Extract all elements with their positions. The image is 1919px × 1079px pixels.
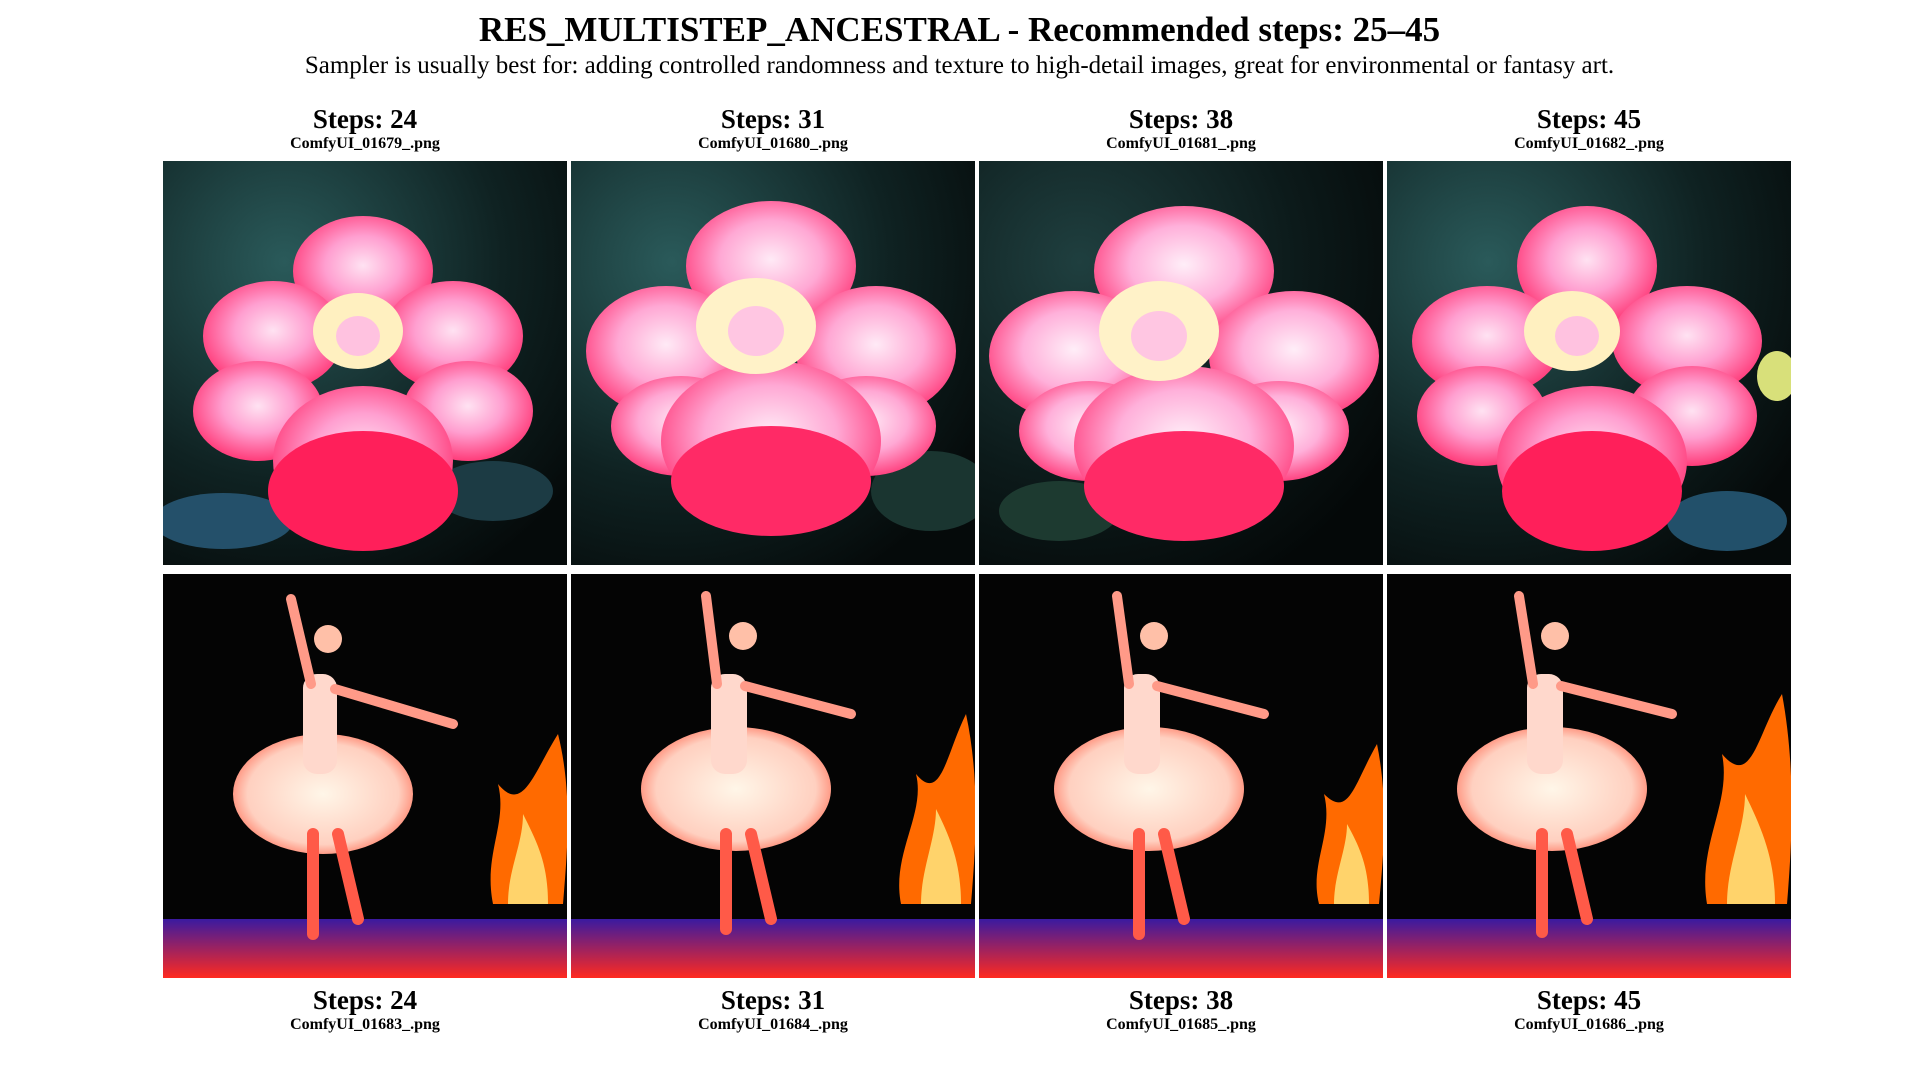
flower-image[interactable]	[163, 161, 567, 565]
filename-label: ComfyUI_01681_.png	[1106, 135, 1256, 152]
ballerina-image[interactable]	[979, 574, 1383, 978]
steps-label: Steps: 45	[1536, 985, 1642, 1015]
steps-label: Steps: 24	[312, 104, 418, 134]
filename-label: ComfyUI_01680_.png	[698, 135, 848, 152]
grid-cell-footer: Steps: 45 ComfyUI_01686_.png	[1387, 985, 1791, 1035]
flower-image[interactable]	[1387, 161, 1791, 565]
flower-image[interactable]	[979, 161, 1383, 565]
filename-label: ComfyUI_01686_.png	[1514, 1016, 1664, 1033]
page-subtitle: Sampler is usually best for: adding cont…	[304, 52, 1615, 79]
flower-illustration	[571, 161, 975, 565]
grid-cell-footer: Steps: 31 ComfyUI_01684_.png	[571, 985, 975, 1035]
ballerina-illustration	[1387, 574, 1791, 978]
grid-cell-footer: Steps: 38 ComfyUI_01685_.png	[979, 985, 1383, 1035]
grid-cell-header: Steps: 45 ComfyUI_01682_.png	[1387, 104, 1791, 154]
flower-illustration	[163, 161, 567, 565]
ballerina-image[interactable]	[1387, 574, 1791, 978]
ballerina-illustration	[163, 574, 567, 978]
ballerina-image[interactable]	[571, 574, 975, 978]
flower-illustration	[1387, 161, 1791, 565]
ballerina-image[interactable]	[163, 574, 567, 978]
steps-label: Steps: 24	[312, 985, 418, 1015]
grid-cell-header: Steps: 24 ComfyUI_01679_.png	[163, 104, 567, 154]
grid-cell-header: Steps: 31 ComfyUI_01680_.png	[571, 104, 975, 154]
ballerina-illustration	[571, 574, 975, 978]
steps-label: Steps: 31	[720, 985, 826, 1015]
filename-label: ComfyUI_01685_.png	[1106, 1016, 1256, 1033]
grid-cell-footer: Steps: 24 ComfyUI_01683_.png	[163, 985, 567, 1035]
flower-image[interactable]	[571, 161, 975, 565]
steps-label: Steps: 38	[1128, 985, 1234, 1015]
page-title: RES_MULTISTEP_ANCESTRAL - Recommended st…	[478, 10, 1441, 49]
filename-label: ComfyUI_01682_.png	[1514, 135, 1664, 152]
steps-label: Steps: 45	[1536, 104, 1642, 134]
ballerina-illustration	[979, 574, 1383, 978]
steps-label: Steps: 31	[720, 104, 826, 134]
filename-label: ComfyUI_01679_.png	[290, 135, 440, 152]
flower-illustration	[979, 161, 1383, 565]
grid-cell-header: Steps: 38 ComfyUI_01681_.png	[979, 104, 1383, 154]
filename-label: ComfyUI_01684_.png	[698, 1016, 848, 1033]
filename-label: ComfyUI_01683_.png	[290, 1016, 440, 1033]
steps-label: Steps: 38	[1128, 104, 1234, 134]
